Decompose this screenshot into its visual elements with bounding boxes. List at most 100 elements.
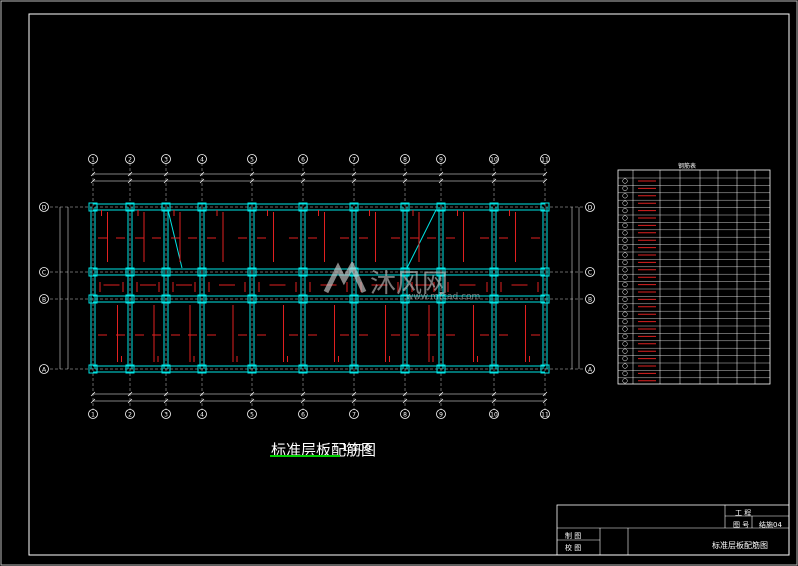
dimension-tick <box>300 391 306 397</box>
axis-bubble-label: 6 <box>301 157 305 164</box>
axis-bubble-row <box>585 267 595 277</box>
axis-bubble-label: B <box>42 297 46 304</box>
schedule-row-mark <box>622 311 628 317</box>
axis-bubble-column <box>125 409 135 419</box>
dimension-lines <box>59 171 580 404</box>
dimension-tick <box>163 398 169 404</box>
axis-bubble-label: C <box>42 270 46 277</box>
axis-bubble-label: 3 <box>164 157 168 164</box>
axis-bubble-column <box>436 409 446 419</box>
dimension-tick <box>199 171 205 177</box>
column-section <box>88 364 98 374</box>
axis-bubble-label: 11 <box>541 157 549 164</box>
column-section <box>436 202 446 212</box>
column-section <box>349 202 359 212</box>
dimension-tick <box>491 178 497 184</box>
schedule-title: 钢筋表 <box>678 163 697 170</box>
axis-bubble-label: 7 <box>352 157 356 164</box>
title-block <box>556 504 790 556</box>
axis-bubble-column <box>88 154 98 164</box>
column-section <box>540 267 550 277</box>
dimension-tick <box>163 391 169 397</box>
dimension-tick <box>300 398 306 404</box>
schedule-row-mark <box>622 356 628 362</box>
dimension-tick <box>402 391 408 397</box>
axis-bubble-label: A <box>42 367 47 374</box>
schedule-row-mark <box>622 237 628 243</box>
dimension-tick <box>127 391 133 397</box>
dimension-tick <box>249 178 255 184</box>
schedule-row-mark <box>622 208 628 214</box>
dimension-tick <box>199 178 205 184</box>
dimension-tick <box>402 398 408 404</box>
column-section <box>436 294 446 304</box>
column-section <box>436 267 446 277</box>
schedule-row-mark <box>622 230 628 236</box>
axis-bubble-column <box>400 409 410 419</box>
column-section <box>400 294 410 304</box>
column-section <box>161 202 171 212</box>
column-section <box>247 267 257 277</box>
axis-bubble-label: 5 <box>250 157 254 164</box>
column-section <box>247 294 257 304</box>
axis-bubble-label: 2 <box>128 157 132 164</box>
axis-bubble-row <box>585 364 595 374</box>
column-section <box>349 294 359 304</box>
axis-bubble-label: D <box>588 205 593 212</box>
axis-bubble-label: 4 <box>200 157 204 164</box>
dimension-tick <box>163 171 169 177</box>
drawing-name: 标准层板配筋图 <box>712 541 768 550</box>
column-section <box>298 202 308 212</box>
axis-bubble-column <box>88 409 98 419</box>
dimension-tick <box>438 391 444 397</box>
axis-bubble-label: 5 <box>250 412 254 419</box>
drawing-number: 结施04 <box>759 521 782 529</box>
title-block-project-label: 工 程 <box>735 509 752 517</box>
schedule-row-mark <box>622 222 628 228</box>
axis-bubble-label: 8 <box>403 157 407 164</box>
watermark-logo-icon <box>323 262 367 294</box>
column-section <box>540 364 550 374</box>
column-section <box>197 202 207 212</box>
axis-bubble-column <box>247 154 257 164</box>
schedule-row-mark <box>622 341 628 347</box>
dimension-tick <box>127 398 133 404</box>
axis-bubble-label: 1 <box>91 412 95 419</box>
column-section <box>161 267 171 277</box>
dimension-tick <box>491 398 497 404</box>
axis-bubble-column <box>489 154 499 164</box>
column-section <box>125 202 135 212</box>
dimension-tick <box>249 398 255 404</box>
dimension-tick <box>438 178 444 184</box>
axis-bubble-label: 8 <box>403 412 407 419</box>
axis-bubble-label: 9 <box>439 157 443 164</box>
column-section <box>125 364 135 374</box>
schedule-row-mark <box>622 274 628 280</box>
column-section <box>436 364 446 374</box>
axis-bubble-label: C <box>588 270 592 277</box>
axis-bubble-label: A <box>588 367 593 374</box>
title-block-number-label: 图 号 <box>733 521 750 529</box>
column-section <box>88 267 98 277</box>
column-section <box>125 267 135 277</box>
dimension-tick <box>127 171 133 177</box>
column-section <box>197 364 207 374</box>
column-section <box>400 364 410 374</box>
dimension-tick <box>351 398 357 404</box>
axis-bubble-column <box>540 154 550 164</box>
axis-bubble-column <box>540 409 550 419</box>
column-section <box>88 294 98 304</box>
column-section <box>247 202 257 212</box>
schedule-row-mark <box>622 259 628 265</box>
axis-bubble-column <box>400 154 410 164</box>
axis-bubble-column <box>161 409 171 419</box>
axis-bubble-label: 1 <box>91 157 95 164</box>
schedule-row-mark <box>622 178 628 184</box>
axis-bubble-column <box>349 409 359 419</box>
column-section <box>489 267 499 277</box>
rebar-schedule-table <box>617 169 771 385</box>
column-section <box>298 294 308 304</box>
axis-bubble-label: B <box>588 297 592 304</box>
